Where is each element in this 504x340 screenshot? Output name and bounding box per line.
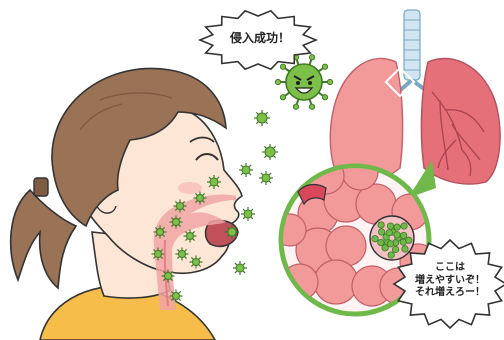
virus-icon xyxy=(194,192,207,205)
alveoli-text-line: ここは xyxy=(402,262,498,275)
alveoli-text-line: それ増えろー！ xyxy=(402,287,498,300)
virus-icon xyxy=(259,171,273,185)
hair-tie xyxy=(34,178,48,196)
virus-icon xyxy=(170,216,183,229)
virus-icon xyxy=(176,248,189,261)
virus-icon xyxy=(190,256,203,269)
virus-icon xyxy=(233,261,247,275)
virus-particle xyxy=(378,222,384,228)
virus-particle xyxy=(392,246,398,252)
virus-icon xyxy=(162,270,175,283)
virus-icon xyxy=(170,290,183,303)
virus-icon xyxy=(254,110,270,126)
virus-particle xyxy=(394,232,400,238)
virus-icon xyxy=(239,163,253,177)
virus-particle xyxy=(401,223,407,229)
virus-particle xyxy=(406,237,412,243)
virus-particle xyxy=(402,246,408,252)
virus-particle xyxy=(378,229,384,235)
virus-particle xyxy=(387,223,393,229)
virus-particle xyxy=(382,245,388,251)
virus-icon xyxy=(154,226,167,239)
virus-eye xyxy=(308,81,312,85)
virus-icon xyxy=(225,225,239,239)
alveoli-text: ここは 増えやすいぞ！ それ増えろー！ xyxy=(402,262,498,300)
virus-icon xyxy=(174,200,187,213)
virus-body xyxy=(286,64,322,100)
lungs-icon xyxy=(330,10,500,184)
virus-particle xyxy=(401,232,407,238)
virus-icon xyxy=(241,207,255,221)
woman-figure xyxy=(11,68,242,340)
virus-particle xyxy=(386,229,392,235)
virus-eye xyxy=(296,81,300,85)
virus-particle xyxy=(388,252,394,258)
virus-particle xyxy=(394,224,400,230)
alveolus xyxy=(314,260,358,304)
virus-icon xyxy=(152,248,165,261)
virus-icon xyxy=(262,144,278,160)
invasion-text: 侵入成功！ xyxy=(212,31,308,46)
virus-icon xyxy=(207,175,221,189)
virus-particle xyxy=(372,235,378,241)
alveoli-text-line: 増えやすいぞ！ xyxy=(402,275,498,288)
virus-icon xyxy=(184,230,197,243)
lung-right xyxy=(421,58,500,184)
cheek-blush xyxy=(178,182,202,194)
